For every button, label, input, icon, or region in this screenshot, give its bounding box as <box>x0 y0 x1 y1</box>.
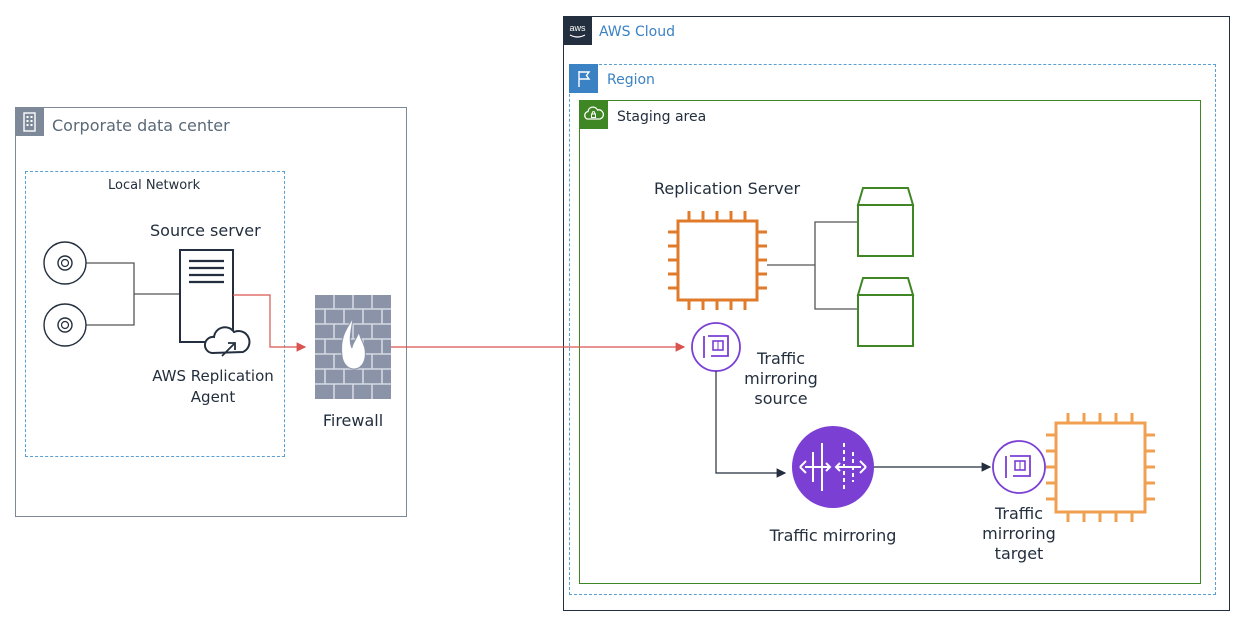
eni-icon <box>691 322 741 372</box>
staging-area-title: Staging area <box>617 109 707 125</box>
disk-connectors <box>86 262 180 326</box>
ec2-instance-icon <box>668 211 767 310</box>
svg-text:aws: aws <box>569 23 586 33</box>
disk-icon <box>43 303 87 347</box>
source-server-title: Source server <box>150 221 261 240</box>
mirror-source-line1: Traffic <box>756 349 806 368</box>
aws-cloud-group <box>563 16 1230 611</box>
building-icon <box>15 107 44 136</box>
ebs-volume-icon <box>856 277 915 347</box>
region-title: Region <box>607 72 655 88</box>
cloud-lock-icon <box>579 100 608 129</box>
aws-logo-icon: aws <box>563 16 592 45</box>
firewall-label: Firewall <box>322 411 384 430</box>
ebs-volume-icon <box>856 187 915 257</box>
mirror-source-line2: mirroring <box>744 369 818 388</box>
agent-label-line2: Agent <box>190 388 236 406</box>
mirror-source-line3: source <box>754 389 808 408</box>
mirror-target-line3: target <box>994 544 1044 563</box>
corporate-data-center-group <box>15 107 407 517</box>
mirror-target-line1: Traffic <box>994 504 1044 523</box>
replication-connection <box>233 294 307 352</box>
disk-icon <box>43 241 87 285</box>
corporate-data-center-title: Corporate data center <box>52 116 230 135</box>
traffic-mirroring-label: Traffic mirroring <box>769 526 897 545</box>
cloud-sync-icon <box>203 326 251 357</box>
agent-label-line1: AWS Replication <box>152 367 274 385</box>
local-network-group <box>25 171 285 457</box>
staging-area-group <box>579 100 1201 584</box>
volume-connectors <box>767 221 858 310</box>
ec2-instance-icon <box>1046 413 1155 522</box>
flag-icon <box>569 64 598 93</box>
mirror-target-line2: mirroring <box>982 524 1056 543</box>
mirror-flow-connector <box>715 371 787 478</box>
replication-server-title: Replication Server <box>654 179 801 198</box>
aws-cloud-title: AWS Cloud <box>599 24 675 40</box>
firewall-icon <box>315 295 391 399</box>
local-network-title: Local Network <box>108 178 201 193</box>
region-group <box>569 64 1216 595</box>
eni-icon <box>992 440 1046 494</box>
traffic-mirroring-icon <box>792 426 874 508</box>
